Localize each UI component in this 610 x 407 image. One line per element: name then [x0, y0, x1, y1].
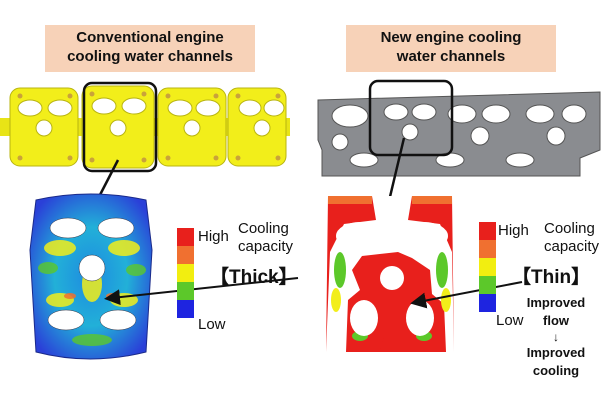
- left-caption-line1: Cooling: [238, 220, 289, 237]
- left-title-line2: cooling water channels: [67, 48, 233, 65]
- right-title-line1: New engine cooling: [380, 29, 522, 46]
- right-caption-line1: Cooling: [544, 220, 595, 237]
- left-title: Conventional engine cooling water channe…: [45, 25, 255, 72]
- right-legend-caption: Cooling capacity: [544, 220, 599, 256]
- left-legend-midlow-swatch: [177, 282, 194, 300]
- left-thickness-label: 【Thick】: [210, 267, 298, 288]
- right-legend-midhigh-swatch: [479, 240, 496, 258]
- left-legend-low-swatch: [177, 300, 194, 318]
- right-caption-line2: capacity: [544, 238, 600, 255]
- improved-flow-note: Improved flow ↓ Improved cooling: [518, 294, 594, 380]
- note-line4: cooling: [532, 363, 580, 378]
- conventional-cooling-heatmap: [29, 193, 153, 360]
- conventional-water-jacket-model: [0, 81, 290, 173]
- right-legend-high-swatch: [479, 222, 496, 240]
- left-legend-mid-swatch: [177, 264, 194, 282]
- left-caption-line2: capacity: [238, 238, 294, 255]
- new-cooling-heatmap: [326, 196, 454, 352]
- left-color-legend: [177, 228, 194, 318]
- right-legend-low-label: Low: [496, 312, 524, 329]
- left-legend-high-label: High: [198, 228, 229, 245]
- left-legend-high-swatch: [177, 228, 194, 246]
- note-line2: flow: [543, 313, 569, 328]
- right-legend-low-swatch: [479, 294, 496, 312]
- right-title-line2: water channels: [396, 48, 506, 65]
- left-legend-low-label: Low: [198, 316, 226, 333]
- right-title: New engine cooling water channels: [346, 25, 556, 72]
- left-legend-midhigh-swatch: [177, 246, 194, 264]
- new-water-jacket-model: [317, 79, 601, 177]
- left-legend-caption: Cooling capacity: [238, 220, 293, 256]
- right-legend-midlow-swatch: [479, 276, 496, 294]
- right-thickness-label: 【Thin】: [512, 267, 591, 288]
- right-legend-high-label: High: [498, 222, 529, 239]
- note-line3: Improved: [526, 345, 586, 360]
- note-line1: Improved: [526, 295, 586, 310]
- right-color-legend: [479, 222, 496, 312]
- note-arrow: ↓: [553, 330, 559, 344]
- left-title-line1: Conventional engine: [76, 29, 224, 46]
- right-legend-mid-swatch: [479, 258, 496, 276]
